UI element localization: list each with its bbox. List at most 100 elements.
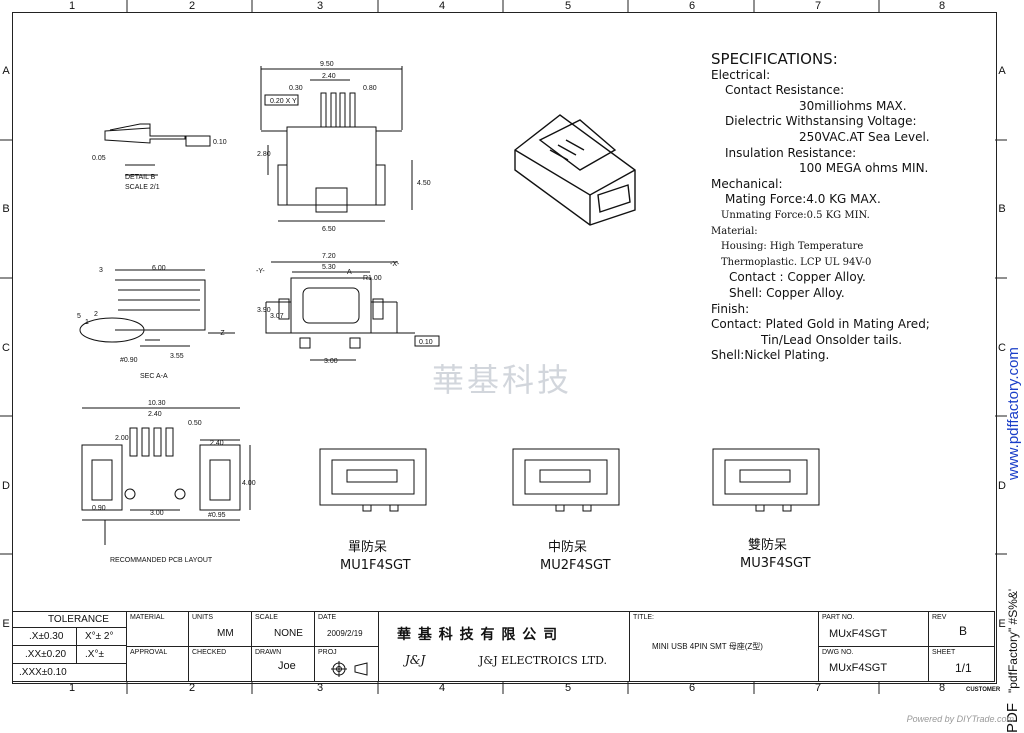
proj-label: PROJ (318, 649, 337, 656)
zone-d-right: D (998, 480, 1006, 492)
zone-e-right: E (998, 618, 1006, 630)
dim-3.07: 3.07 (270, 313, 284, 320)
dim-0.10-b: 0.10 (419, 339, 433, 346)
dim-0.50: 0.50 (188, 420, 202, 427)
dim-3.90: 3.90 (257, 307, 271, 314)
front-view (265, 261, 440, 361)
dim-3.55: 3.55 (170, 353, 184, 360)
rev-value: B (959, 624, 968, 638)
dim-2.40: 2.40 (322, 73, 336, 80)
callout-5: 5 (77, 313, 81, 320)
tol-cell: .XX±0.20 (12, 645, 77, 664)
spec-title: SPECIFICATIONS: (711, 50, 838, 68)
dwg-no-cell: DWG NO. MUxF4SGT (818, 646, 929, 682)
zone-a-left: A (2, 65, 10, 77)
spec-line: Contact: Plated Gold in Mating Ared; (711, 317, 930, 332)
zone-5: 5 (564, 0, 572, 12)
pcb-layout-label: RECOMMANDED PCB LAYOUT (110, 557, 213, 564)
sheet-label: SHEET (932, 649, 956, 656)
spec-line: Shell:Nickel Plating. (711, 348, 830, 363)
callout-3: 3 (99, 267, 103, 274)
dim-4.50: 4.50 (417, 180, 431, 187)
drawing-title: MINI USB 4PIN SMT 母座(Z型) (652, 642, 763, 651)
tol-value: .X±0.30 (29, 631, 64, 642)
dim-gdt: 0.20 X Y (270, 98, 297, 105)
tol-value: .XXX±0.10 (19, 667, 67, 678)
dim-r1.00: R1.00 (363, 275, 382, 282)
datum-z: -Z- (218, 330, 228, 337)
scale-value: NONE (274, 628, 303, 639)
tol-cell: .X°± (76, 645, 127, 664)
dim-2.80: 2.80 (257, 151, 271, 158)
detail-b-label: DETAIL B (125, 174, 156, 181)
spec-line: Thermoplastic. LCP UL 94V-0 (721, 256, 872, 268)
detail-b-view (104, 123, 211, 176)
sec-a-a-label: SEC A-A (140, 373, 168, 380)
spec-line: Insulation Resistance: (725, 145, 857, 160)
tolerance-label: TOLERANCE (48, 614, 109, 625)
datum-x: -X- (390, 261, 400, 268)
dwg-no-label: DWG NO. (822, 649, 854, 656)
scale-label: SCALE (255, 614, 278, 621)
spec-line: 250VAC.AT Sea Level. (799, 129, 930, 144)
date-label: DATE (318, 614, 337, 621)
zone-ticks (0, 0, 1007, 694)
spec-line: Dielectric Withstansing Voltage: (725, 114, 917, 129)
zone-1-bottom: 1 (68, 682, 76, 694)
company-name-en: J&J ELECTROICS LTD. (479, 654, 607, 667)
top-view (260, 66, 413, 222)
section-a-a-view (79, 269, 235, 347)
callout-2: 2 (94, 311, 98, 318)
variant-2-code: MU2F4SGT (540, 558, 611, 573)
checked-cell: CHECKED (188, 646, 252, 682)
customer-label: CUSTOMER (966, 687, 1001, 693)
drawn-value: Joe (278, 660, 296, 672)
footer-powered-by: Powered by DIYTrade.com (906, 714, 1014, 724)
zone-c-right: C (998, 342, 1006, 354)
spec-line: Mating Force:4.0 KG MAX. (725, 192, 881, 207)
spec-line: Housing: High Temperature (721, 241, 864, 253)
spec-line: Mechanical: (711, 176, 783, 191)
checked-label: CHECKED (192, 649, 227, 656)
drawn-label: DRAWN (255, 649, 282, 656)
variant-3-cn: 雙防呆 (748, 538, 788, 553)
dim-9.50: 9.50 (320, 61, 334, 68)
dim-6.00: 6.00 (152, 265, 166, 272)
dim-10.30: 10.30 (148, 400, 166, 407)
approval-cell: APPROVAL (126, 646, 189, 682)
zone-c-left: C (2, 342, 10, 354)
dim-2.40-b: 2.40 (148, 411, 162, 418)
dim-2.40-c: 2.40 (210, 440, 224, 447)
variant-faces (319, 448, 820, 512)
zone-3: 3 (316, 0, 324, 12)
zone-4: 4 (438, 0, 446, 12)
zone-b-left: B (2, 203, 10, 215)
spec-line: Contact : Copper Alloy. (729, 270, 866, 285)
side-pdffactory-url[interactable]: www.pdffactory.com (1005, 347, 1022, 480)
spec-line: Electrical: (711, 67, 771, 82)
dwg-no-value: MUxF4SGT (829, 662, 888, 674)
dim-3.00-a: 3.00 (324, 358, 338, 365)
dim-2.00: 2.00 (115, 435, 129, 442)
spec-line: Material: (711, 225, 758, 237)
tol-value: .XX±0.20 (25, 649, 67, 660)
side-pdffactory: "pdfFactory" #S%&' (1006, 588, 1020, 693)
detail-b-scale: SCALE 2/1 (125, 184, 160, 191)
approval-label: APPROVAL (130, 649, 168, 656)
zone-8: 8 (938, 0, 946, 12)
dim-4.00: 4.00 (242, 480, 256, 487)
drawn-cell: DRAWN Joe (251, 646, 315, 682)
variant-1-cn: 單防呆 (348, 540, 388, 555)
tol-value: .X°± (85, 649, 104, 660)
projection-symbol-icon (331, 661, 368, 677)
spec-line: Unmating Force:0.5 KG MIN. (721, 209, 870, 221)
company-cell: 華 基 科 技 有 限 公 司 J&J J&J ELECTROICS LTD. (378, 611, 630, 682)
zone-5-bottom: 5 (564, 682, 572, 694)
dim-5.30: 5.30 (322, 264, 336, 271)
variant-3-code: MU3F4SGT (740, 556, 811, 571)
tolerance-header-cell: TOLERANCE (12, 611, 127, 628)
company-logo: J&J (405, 653, 426, 667)
zone-2: 2 (188, 0, 196, 12)
variant-1-code: MU1F4SGT (340, 558, 411, 573)
